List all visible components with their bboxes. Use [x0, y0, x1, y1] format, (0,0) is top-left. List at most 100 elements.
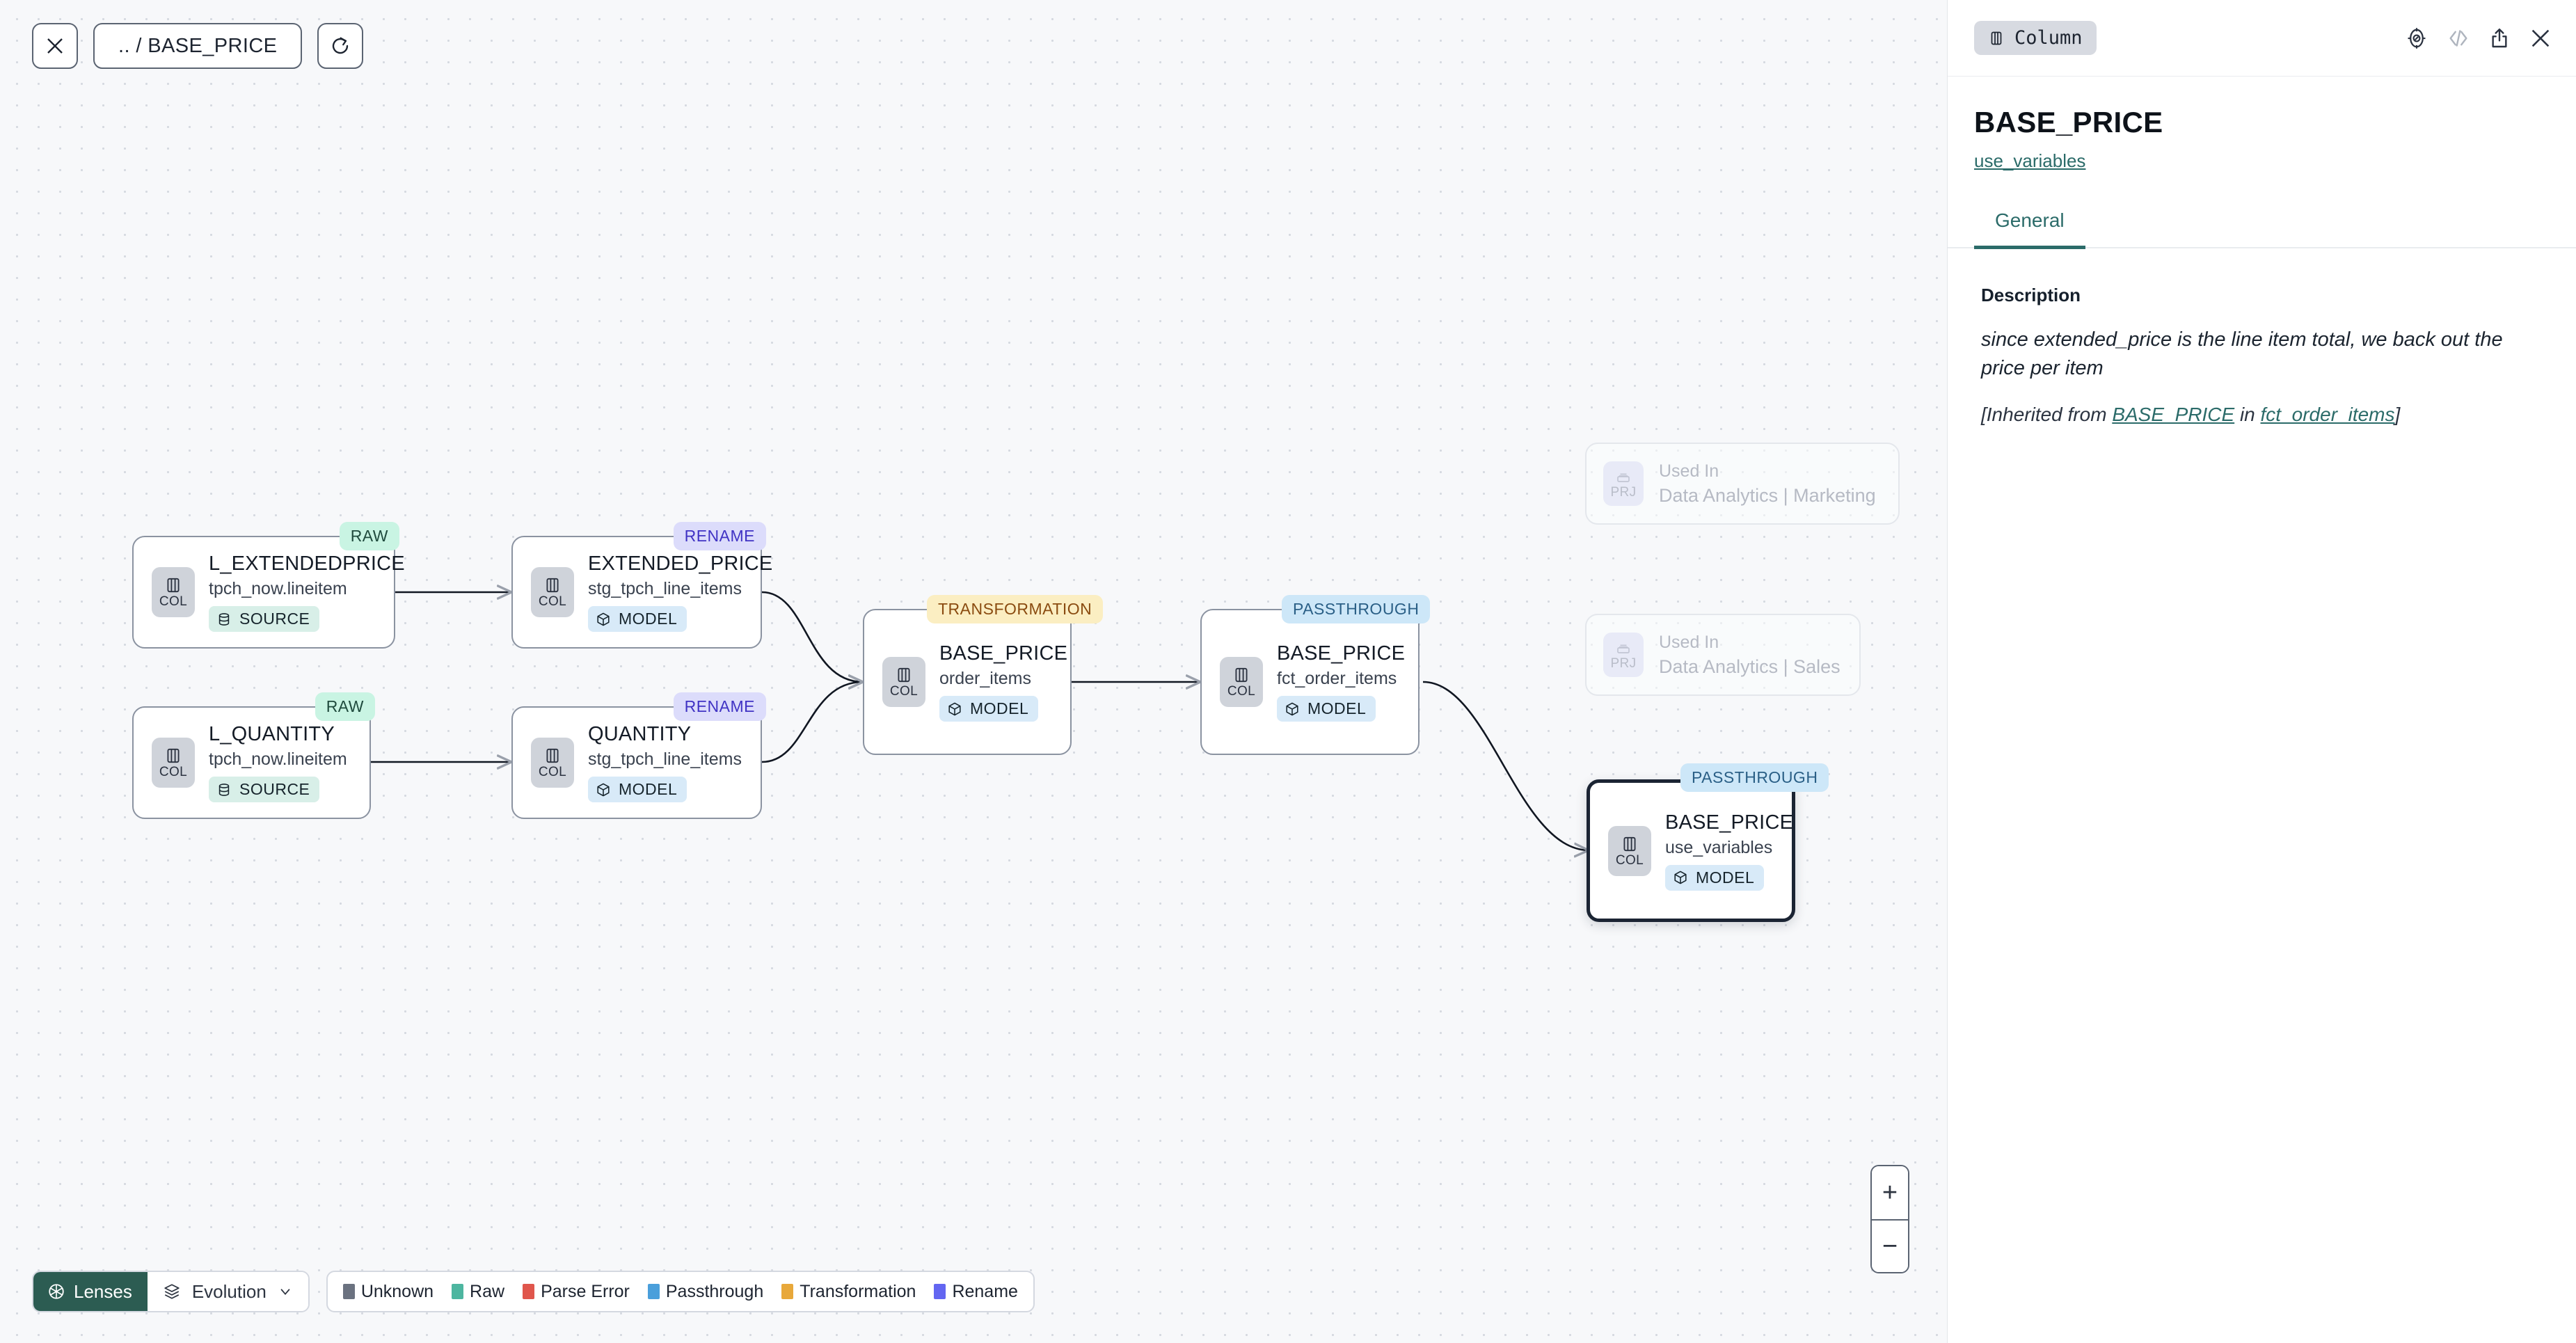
- node-kind-pill: MODEL: [588, 606, 687, 632]
- col-badge: COL: [531, 738, 574, 788]
- zoom-in-button[interactable]: +: [1872, 1166, 1908, 1219]
- inherited-model-link[interactable]: fct_order_items: [2260, 404, 2395, 426]
- node-subtitle: tpch_now.lineitem: [209, 749, 347, 769]
- node-title: QUANTITY: [588, 723, 692, 745]
- legend-swatch: [342, 1284, 355, 1299]
- node-kind-label: MODEL: [970, 699, 1029, 717]
- refresh-button[interactable]: [317, 23, 364, 69]
- zoom-out-button[interactable]: −: [1872, 1219, 1908, 1272]
- legend-label: Rename: [952, 1281, 1018, 1301]
- details-panel: Column: [1947, 0, 2576, 1343]
- column-icon: [1623, 836, 1636, 851]
- graph-node[interactable]: TRANSFORMATION COL BASE_PRICE order_item…: [863, 595, 1104, 755]
- column-icon: [1235, 667, 1248, 683]
- legend-swatch: [934, 1284, 946, 1299]
- node-tag: TRANSFORMATION: [927, 595, 1104, 623]
- node-kind-label: MODEL: [1307, 699, 1367, 717]
- code-icon: [2449, 29, 2467, 47]
- column-icon: [1991, 31, 2002, 45]
- node-subtitle: use_variables: [1665, 837, 1773, 857]
- col-badge-label: COL: [538, 594, 567, 609]
- col-badge: COL: [152, 738, 195, 788]
- aperture-icon: [49, 1284, 64, 1299]
- node-title: BASE_PRICE: [1665, 811, 1794, 834]
- lineage-canvas[interactable]: .. / BASE_PRICE RAW COL L_EXTENDEDP: [0, 0, 1947, 1343]
- legend-swatch: [523, 1284, 535, 1299]
- legend-swatch: [781, 1284, 794, 1299]
- legend-label: Transformation: [800, 1281, 916, 1301]
- cube-icon: [1674, 871, 1687, 884]
- legend-label: Raw: [470, 1281, 505, 1301]
- used-in-node[interactable]: PRJ Used In Data Analytics | Sales: [1585, 614, 1861, 696]
- column-icon: [546, 578, 559, 593]
- node-title: BASE_PRICE: [1277, 642, 1406, 665]
- node-kind-label: SOURCE: [239, 780, 310, 798]
- lenses-label: Lenses: [74, 1280, 132, 1302]
- node-body: BASE_PRICE use_variables MODEL: [1665, 811, 1793, 891]
- project-icon: [1617, 473, 1630, 482]
- legend-item: Unknown: [342, 1282, 434, 1302]
- col-badge-label: COL: [889, 684, 919, 699]
- legend-item: Passthrough: [647, 1281, 764, 1302]
- legend-item: Raw: [452, 1282, 504, 1302]
- code-button[interactable]: [2447, 26, 2470, 50]
- graph-node[interactable]: PASSTHROUGH COL BASE_PRICE fct_order_ite…: [1200, 595, 1431, 755]
- close-icon: [2531, 29, 2550, 47]
- graph-node-selected[interactable]: PASSTHROUGH COL BASE_PRICE use_variables…: [1587, 763, 1829, 922]
- inherited-suffix: ]: [2394, 404, 2401, 426]
- col-badge: COL: [1220, 657, 1263, 707]
- lenses-button[interactable]: Lenses: [33, 1272, 148, 1311]
- inherited-column-link[interactable]: BASE_PRICE: [2112, 404, 2235, 426]
- node-tag: RENAME: [673, 522, 766, 550]
- graph-node[interactable]: RENAME COL QUANTITY stg_tpch_line_items …: [511, 692, 766, 819]
- node-title: EXTENDED_PRICE: [588, 553, 773, 575]
- database-icon: [218, 783, 230, 796]
- zoom-controls: + −: [1870, 1165, 1909, 1273]
- chevron-down-icon: [280, 1289, 290, 1296]
- entity-type-chip: Column: [1974, 21, 2097, 55]
- share-button[interactable]: [2488, 27, 2511, 49]
- legend-label: Passthrough: [665, 1281, 764, 1301]
- node-title: L_QUANTITY: [209, 723, 335, 745]
- node-subtitle: order_items: [939, 669, 1031, 688]
- panel-body: Description since extended_price is the …: [1948, 248, 2576, 426]
- used-in-value: Data Analytics | Marketing: [1659, 484, 1876, 506]
- evolution-dropdown[interactable]: Evolution: [147, 1272, 308, 1311]
- col-badge: COL: [1608, 825, 1651, 876]
- legend-swatch: [647, 1284, 660, 1299]
- col-badge: COL: [152, 567, 195, 617]
- legend-swatch: [452, 1284, 464, 1299]
- panel-close-button[interactable]: [2529, 26, 2552, 50]
- node-title: BASE_PRICE: [939, 642, 1068, 665]
- explore-button[interactable]: [2405, 26, 2428, 50]
- close-button[interactable]: [32, 23, 78, 69]
- inherited-mid: in: [2234, 404, 2261, 426]
- node-body: EXTENDED_PRICE stg_tpch_line_items MODEL: [588, 553, 772, 632]
- cube-icon: [1286, 702, 1298, 715]
- prj-badge: PRJ: [1603, 461, 1644, 506]
- tab-general[interactable]: General: [1974, 201, 2085, 249]
- description-label: Description: [1981, 285, 2081, 305]
- column-icon: [546, 748, 559, 763]
- node-body: BASE_PRICE fct_order_items MODEL: [1277, 642, 1405, 722]
- node-kind-pill: MODEL: [1277, 696, 1376, 722]
- graph-node[interactable]: RAW COL L_QUANTITY tpch_now.lineitem SOU…: [132, 692, 375, 819]
- used-in-node[interactable]: PRJ Used In Data Analytics | Marketing: [1585, 443, 1900, 525]
- refresh-icon: [333, 37, 349, 54]
- breadcrumb-button[interactable]: .. / BASE_PRICE: [93, 23, 303, 69]
- node-kind-pill: MODEL: [939, 696, 1039, 722]
- inherited-prefix: [Inherited from: [1981, 404, 2113, 426]
- node-tag: PASSTHROUGH: [1680, 763, 1829, 792]
- node-kind-label: MODEL: [619, 610, 678, 628]
- node-tag: RAW: [315, 692, 375, 721]
- close-icon: [47, 38, 63, 54]
- used-in-label: Used In: [1659, 461, 1719, 481]
- prj-badge-label: PRJ: [1610, 485, 1637, 500]
- graph-node[interactable]: RENAME COL EXTENDED_PRICE stg_tpch_line_…: [511, 522, 772, 649]
- cube-icon: [948, 702, 961, 715]
- column-icon: [167, 748, 180, 763]
- col-badge-label: COL: [538, 765, 567, 779]
- node-title: L_EXTENDEDPRICE: [209, 553, 405, 575]
- parent-model-link[interactable]: use_variables: [1974, 150, 2086, 171]
- graph-node[interactable]: RAW COL L_EXTENDEDPRICE tpch_now.lineite…: [132, 522, 405, 649]
